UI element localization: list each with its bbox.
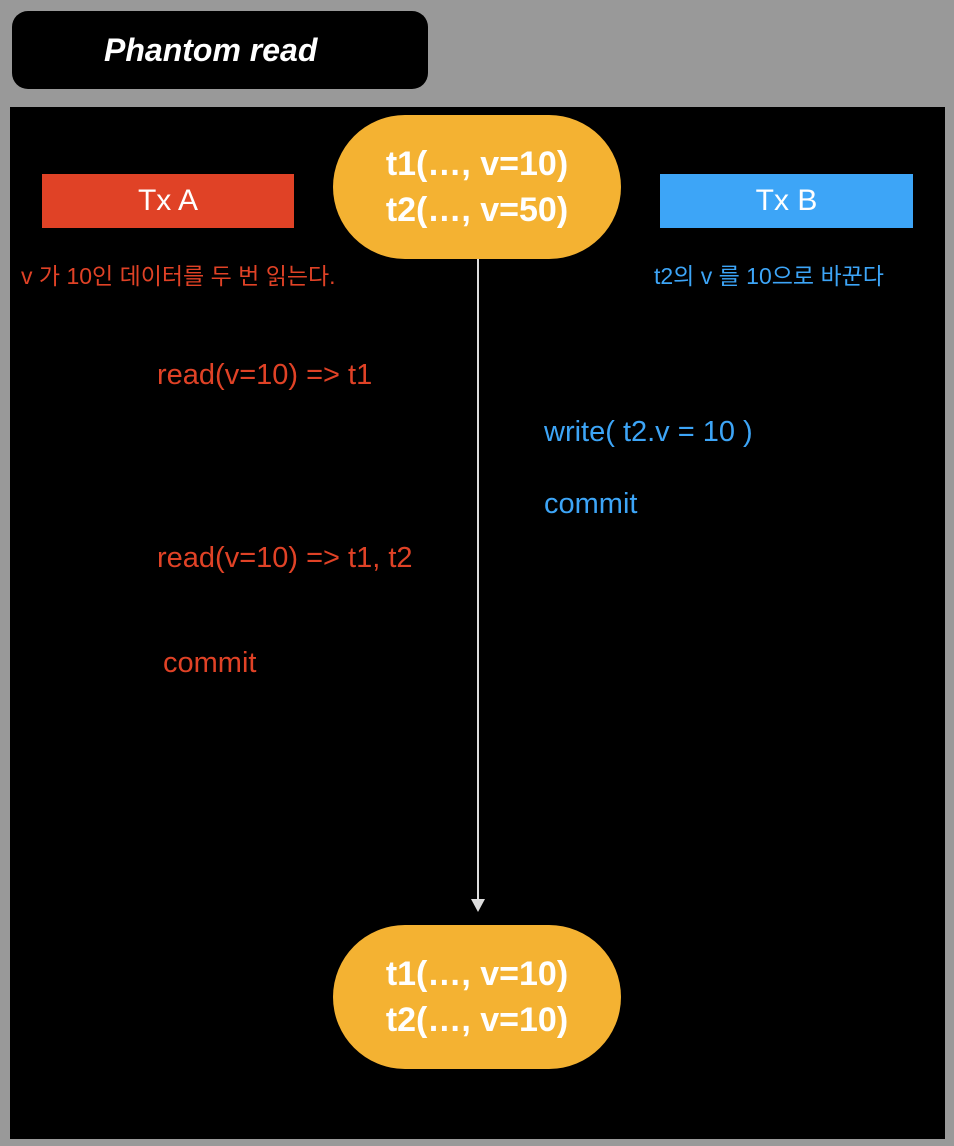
tx-a-description: v 가 10인 데이터를 두 번 읽는다. [21,263,336,289]
title-banner [12,11,428,89]
diagram-canvas: Tx A Tx B t1(…, v=10) t2(…, v=50) v 가 10… [10,107,945,1139]
tx-b-description: t2의 v 를 10으로 바꾼다 [654,263,884,289]
tx-a-label: Tx A [42,174,294,228]
tx-b-step-2: commit [544,488,638,520]
table-after-row-2: t2(…, v=10) [385,1001,569,1039]
timeline-arrowhead [471,899,485,912]
table-after-row-1: t1(…, v=10) [385,955,569,993]
tx-b-label: Tx B [660,174,913,228]
page-title: Phantom read [104,32,318,68]
tx-b-step-1: write( t2.v = 10 ) [544,416,753,448]
table-state-after: t1(…, v=10) t2(…, v=10) [333,925,621,1069]
table-before-row-1: t1(…, v=10) [385,145,569,183]
tx-a-step-1: read(v=10) => t1 [157,359,373,391]
tx-a-step-2: read(v=10) => t1, t2 [157,542,413,574]
tx-a-step-3: commit [163,647,257,679]
table-before-row-2: t2(…, v=50) [385,191,569,229]
table-state-before: t1(…, v=10) t2(…, v=50) [333,115,621,259]
